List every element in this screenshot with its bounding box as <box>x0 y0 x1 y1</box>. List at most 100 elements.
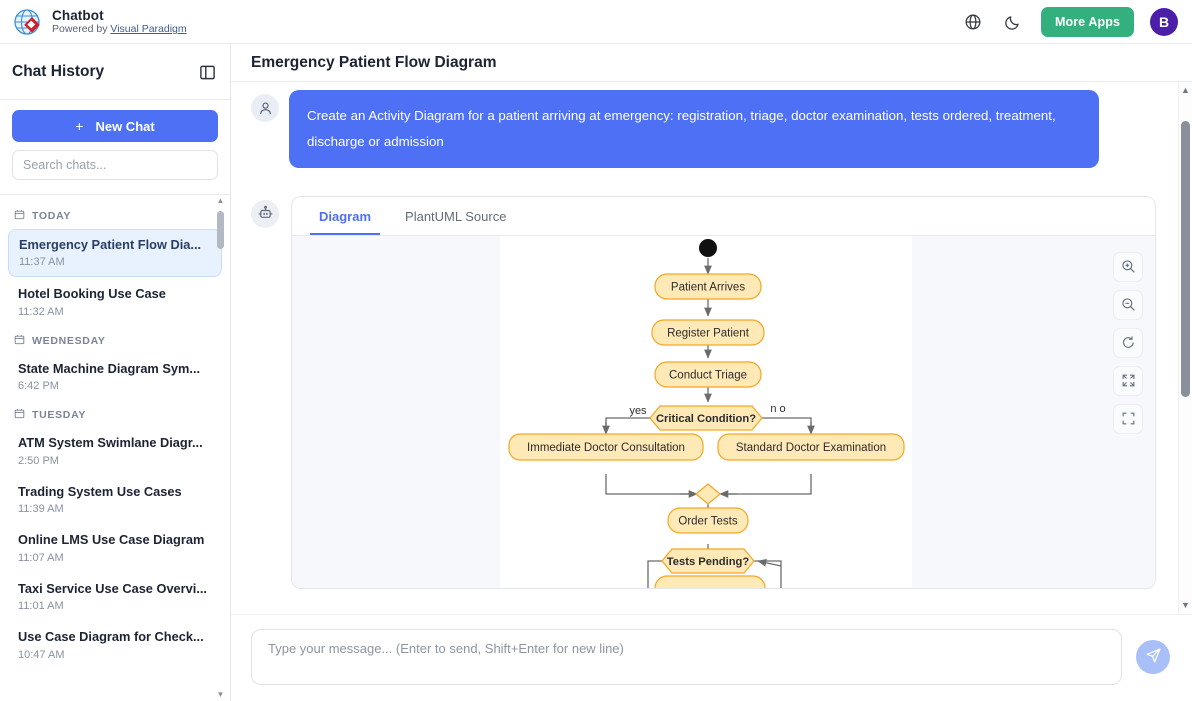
chat-history-item[interactable]: ATM System Swimlane Diagr... 2:50 PM <box>8 428 222 474</box>
globe-diamond-logo <box>12 7 42 37</box>
search-input[interactable] <box>12 150 218 180</box>
chat-item-title: Emergency Patient Flow Dia... <box>19 237 202 252</box>
chat-history-item[interactable]: Online LMS Use Case Diagram 11:07 AM <box>8 525 222 571</box>
brand-text: Chatbot Powered by Visual Paradigm <box>52 8 187 36</box>
main-scroll-down-arrow[interactable]: ▼ <box>1181 600 1190 610</box>
sidebar-scroll-track[interactable] <box>217 207 224 689</box>
fullscreen-icon[interactable] <box>1113 403 1143 434</box>
plus-icon: + <box>75 118 84 134</box>
moon-icon[interactable] <box>1001 10 1025 34</box>
topbar-actions: More Apps B <box>961 6 1178 37</box>
powered-by: Powered by Visual Paradigm <box>52 23 187 35</box>
sidebar-actions: + New Chat <box>0 100 230 186</box>
more-apps-button[interactable]: More Apps <box>1040 6 1134 37</box>
tab-diagram[interactable]: Diagram <box>310 197 381 235</box>
chat-item-time: 11:07 AM <box>18 551 64 564</box>
main-scroll-track[interactable] <box>1181 99 1190 597</box>
chat-history-item[interactable]: Emergency Patient Flow Dia... 11:37 AM <box>8 229 222 278</box>
sidebar: Chat History + New Chat TODAY Emergency P… <box>0 44 231 701</box>
robot-icon <box>251 199 279 228</box>
chat-history-item[interactable]: Use Case Diagram for Check... 10:47 AM <box>8 622 222 668</box>
chat-item-time: 2:50 PM <box>18 454 59 467</box>
main-scroll-thumb[interactable] <box>1181 121 1190 397</box>
chat-group-header: WEDNESDAY <box>0 328 230 352</box>
reset-icon[interactable] <box>1113 327 1143 358</box>
chat-item-time: 11:01 AM <box>18 600 64 613</box>
app-title: Chatbot <box>52 7 104 23</box>
action-nodes: Patient Arrives Register Patient Conduct… <box>508 273 905 588</box>
chat-item-title: Online LMS Use Case Diagram <box>18 532 205 548</box>
diagram-canvas[interactable]: Patient Arrives Register Patient Conduct… <box>500 235 912 588</box>
chat-group-label: TUESDAY <box>32 409 87 422</box>
main-scrollbar[interactable]: ▲ ▼ <box>1178 82 1192 614</box>
conversation-area: Create an Activity Diagram for a patient… <box>231 82 1192 614</box>
panel-collapse-icon[interactable] <box>196 61 218 83</box>
svg-text:Standard Doctor Examination: Standard Doctor Examination <box>736 442 886 454</box>
message-input[interactable] <box>251 629 1122 685</box>
new-chat-button[interactable]: + New Chat <box>12 110 218 142</box>
new-chat-label: New Chat <box>95 118 155 134</box>
chat-item-title: Use Case Diagram for Check... <box>18 629 204 645</box>
main-header: Emergency Patient Flow Diagram <box>231 44 1192 82</box>
chat-history-item[interactable]: Taxi Service Use Case Overvi... 11:01 AM <box>8 574 222 620</box>
sidebar-header: Chat History <box>0 54 230 90</box>
chat-item-title: Taxi Service Use Case Overvi... <box>18 580 207 596</box>
user-message: Create an Activity Diagram for a patient… <box>251 90 1156 168</box>
scroll-up-arrow[interactable]: ▲ <box>216 196 225 205</box>
visual-paradigm-link[interactable]: Visual Paradigm <box>110 23 187 36</box>
tab-plantuml-source[interactable]: PlantUML Source <box>405 208 507 224</box>
calendar-icon <box>14 209 25 223</box>
diagram-toolbar[interactable] <box>1113 251 1143 434</box>
zoom-out-icon[interactable] <box>1113 289 1143 320</box>
composer <box>231 614 1192 701</box>
send-button[interactable] <box>1136 640 1170 674</box>
user-icon <box>251 94 279 122</box>
chat-history-item[interactable]: State Machine Diagram Sym... 6:42 PM <box>8 354 222 400</box>
avatar[interactable]: B <box>1150 7 1178 36</box>
chat-history-list-wrapper: TODAY Emergency Patient Flow Dia... 11:37 … <box>0 194 230 701</box>
scroll-down-arrow[interactable]: ▼ <box>216 690 225 699</box>
diagram-viewport[interactable]: Patient Arrives Register Patient Conduct… <box>292 235 1155 588</box>
send-paper-plane-icon <box>1145 647 1162 667</box>
chat-group-label: TODAY <box>32 210 72 222</box>
chat-group-header: TODAY <box>0 203 230 227</box>
conversation-scroll: Create an Activity Diagram for a patient… <box>231 82 1178 614</box>
chat-item-title: Trading System Use Cases <box>18 483 182 499</box>
svg-text:Conduct Triage: Conduct Triage <box>669 369 747 381</box>
chat-item-title: State Machine Diagram Sym... <box>18 360 201 376</box>
zoom-in-icon[interactable] <box>1113 251 1143 282</box>
body-split: Chat History + New Chat TODAY Emergency P… <box>0 44 1192 701</box>
svg-text:Register Patient: Register Patient <box>667 327 750 339</box>
calendar-icon <box>14 408 25 422</box>
chat-item-time: 10:47 AM <box>18 648 65 661</box>
sidebar-title: Chat History <box>12 63 105 80</box>
diagram-card: Diagram PlantUML Source <box>291 195 1156 589</box>
decision-nodes: Critical Condition? Tests Pending? <box>649 405 763 574</box>
powered-by-prefix: Powered by <box>52 23 111 36</box>
svg-text:Tests Pending?: Tests Pending? <box>667 556 750 568</box>
page-title: Emergency Patient Flow Diagram <box>251 53 497 71</box>
initial-node <box>699 238 717 257</box>
chat-item-time: 11:37 AM <box>19 256 65 269</box>
chat-item-title: ATM System Swimlane Diagr... <box>18 435 203 451</box>
chat-item-time: 6:42 PM <box>18 380 59 393</box>
main-scroll-up-arrow[interactable]: ▲ <box>1181 85 1190 95</box>
merge-node <box>695 483 721 505</box>
sidebar-scroll-thumb[interactable] <box>217 211 224 249</box>
fit-screen-icon[interactable] <box>1113 365 1143 396</box>
chat-item-time: 11:39 AM <box>18 503 64 516</box>
chat-history-list[interactable]: TODAY Emergency Patient Flow Dia... 11:37 … <box>0 195 230 701</box>
activity-diagram-svg: Patient Arrives Register Patient Conduct… <box>508 238 905 588</box>
chat-history-item[interactable]: Trading System Use Cases 11:39 AM <box>8 477 222 523</box>
calendar-icon <box>14 334 25 348</box>
top-bar: Chatbot Powered by Visual Paradigm More … <box>0 0 1192 44</box>
bot-message: Diagram PlantUML Source <box>251 195 1156 589</box>
svg-text:Order Tests: Order Tests <box>678 515 737 527</box>
sidebar-scrollbar[interactable]: ▲ ▼ <box>215 195 226 701</box>
globe-icon[interactable] <box>961 10 985 34</box>
edge-label-no: n o <box>770 403 785 415</box>
svg-text:Immediate Doctor Consultation: Immediate Doctor Consultation <box>527 442 685 454</box>
chat-item-title: Hotel Booking Use Case <box>18 286 166 302</box>
diagram-tabs[interactable]: Diagram PlantUML Source <box>292 197 1155 236</box>
